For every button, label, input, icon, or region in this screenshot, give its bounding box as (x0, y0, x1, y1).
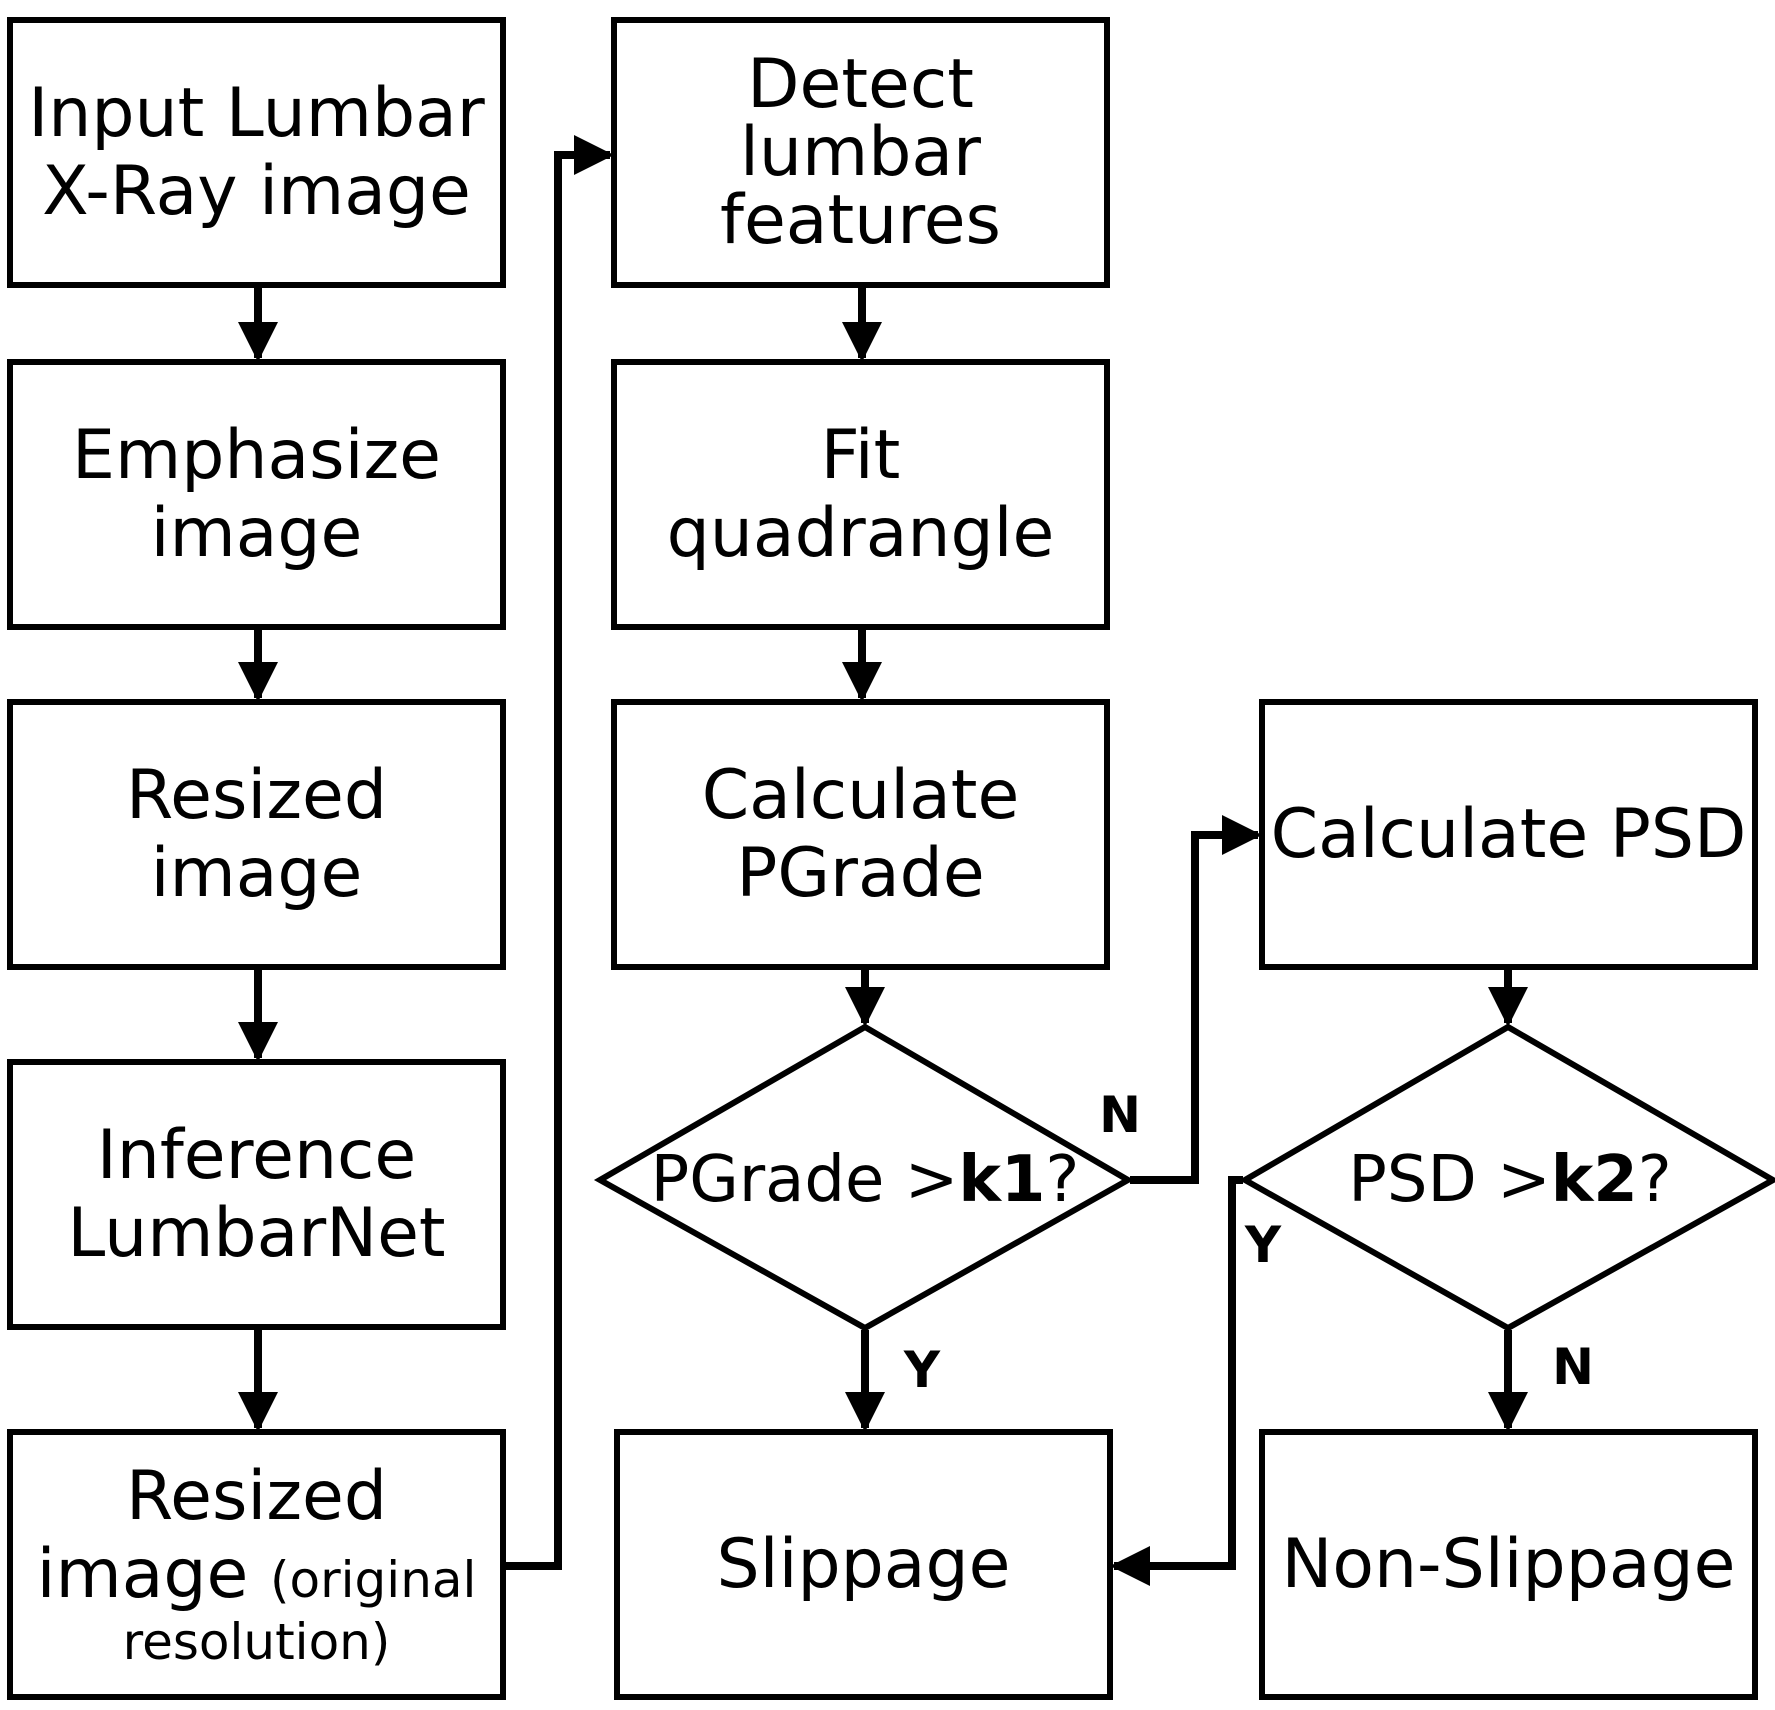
label-resized-original: Resized image (original resolution) (10, 1432, 503, 1697)
box-emphasize-image (7, 359, 506, 630)
label-input-lumbar: Input Lumbar X-Ray image (10, 20, 503, 285)
box-resized-original (7, 1429, 506, 1700)
fit-line2: quadrangle (666, 493, 1055, 573)
label-emphasize-image: Emphasize image (10, 362, 503, 627)
box-fit-quadrangle (611, 359, 1110, 630)
label-fit-quadrangle: Fit quadrangle (614, 362, 1107, 627)
box-detect-features (611, 17, 1110, 288)
arrow-decision-no-to-psd (1130, 815, 1262, 1184)
calc-pgrade-line1: Calculate (701, 755, 1020, 835)
input-line2: X-Ray image (42, 151, 471, 231)
calc-psd-line1: Calculate PSD (1270, 794, 1747, 874)
decision-psd-diamond (1238, 1023, 1775, 1332)
decision-pgrade-diamond (593, 1023, 1135, 1332)
decision-pgrade-suffix: ? (1045, 1142, 1080, 1217)
decision-psd-var: k2 (1550, 1142, 1638, 1217)
box-calculate-pgrade (611, 699, 1110, 970)
branch-label-psd-yes: Y (1244, 1215, 1282, 1274)
decision-pgrade-prefix: PGrade > (650, 1142, 959, 1217)
box-resized-image (7, 699, 506, 970)
branch-label-pgrade-yes: Y (903, 1340, 941, 1399)
branch-label-psd-no: N (1552, 1337, 1594, 1396)
box-calculate-psd (1259, 699, 1758, 970)
calc-pgrade-line2: PGrade (736, 833, 985, 913)
label-non-slippage: Non-Slippage (1262, 1432, 1755, 1697)
label-detect-features: Detect lumbar features (614, 20, 1107, 285)
emphasize-line2: image (150, 493, 363, 573)
resized2-line1: Resized (125, 1457, 388, 1537)
resized2-line2-small: (original (270, 1551, 477, 1609)
inference-line2: LumbarNet (67, 1193, 446, 1273)
resized2-line3: resolution) (122, 1612, 391, 1671)
decision-psd-suffix: ? (1637, 1142, 1672, 1217)
label-calculate-psd: Calculate PSD (1262, 702, 1755, 967)
resized1-line1: Resized (125, 755, 388, 835)
emphasize-line1: Emphasize (72, 415, 441, 495)
label-calculate-pgrade: Calculate PGrade (614, 702, 1107, 967)
label-resized-image: Resized image (10, 702, 503, 967)
inference-line1: Inference (96, 1115, 417, 1195)
resized2-line2: image (original (37, 1536, 477, 1614)
branch-label-pgrade-no: N (1099, 1085, 1141, 1144)
resized1-line2: image (150, 833, 363, 913)
slippage-line1: Slippage (716, 1524, 1011, 1604)
fit-line1: Fit (820, 415, 901, 495)
resized2-line2-main: image (36, 1535, 249, 1614)
label-decision-psd: PSD >k2? (1270, 1140, 1750, 1220)
box-input-lumbar (7, 17, 506, 288)
detect-line3: features (720, 180, 1001, 260)
decision-psd-prefix: PSD > (1348, 1142, 1551, 1217)
arrow-psd-decision-yes-to-slippage (1110, 1176, 1243, 1586)
non-slippage-line1: Non-Slippage (1281, 1524, 1736, 1604)
label-decision-pgrade: PGrade >k1? (620, 1140, 1110, 1220)
label-inference-lumbarnet: Inference LumbarNet (10, 1062, 503, 1327)
arrow-resized-original-to-detect (505, 135, 614, 1570)
detect-line1: Detect (747, 44, 974, 124)
label-slippage: Slippage (617, 1432, 1110, 1697)
box-slippage (614, 1429, 1113, 1700)
decision-pgrade-var: k1 (958, 1142, 1046, 1217)
box-non-slippage (1259, 1429, 1758, 1700)
box-inference-lumbarnet (7, 1059, 506, 1330)
input-line1: Input Lumbar (28, 73, 485, 153)
detect-line2: lumbar (739, 112, 982, 192)
